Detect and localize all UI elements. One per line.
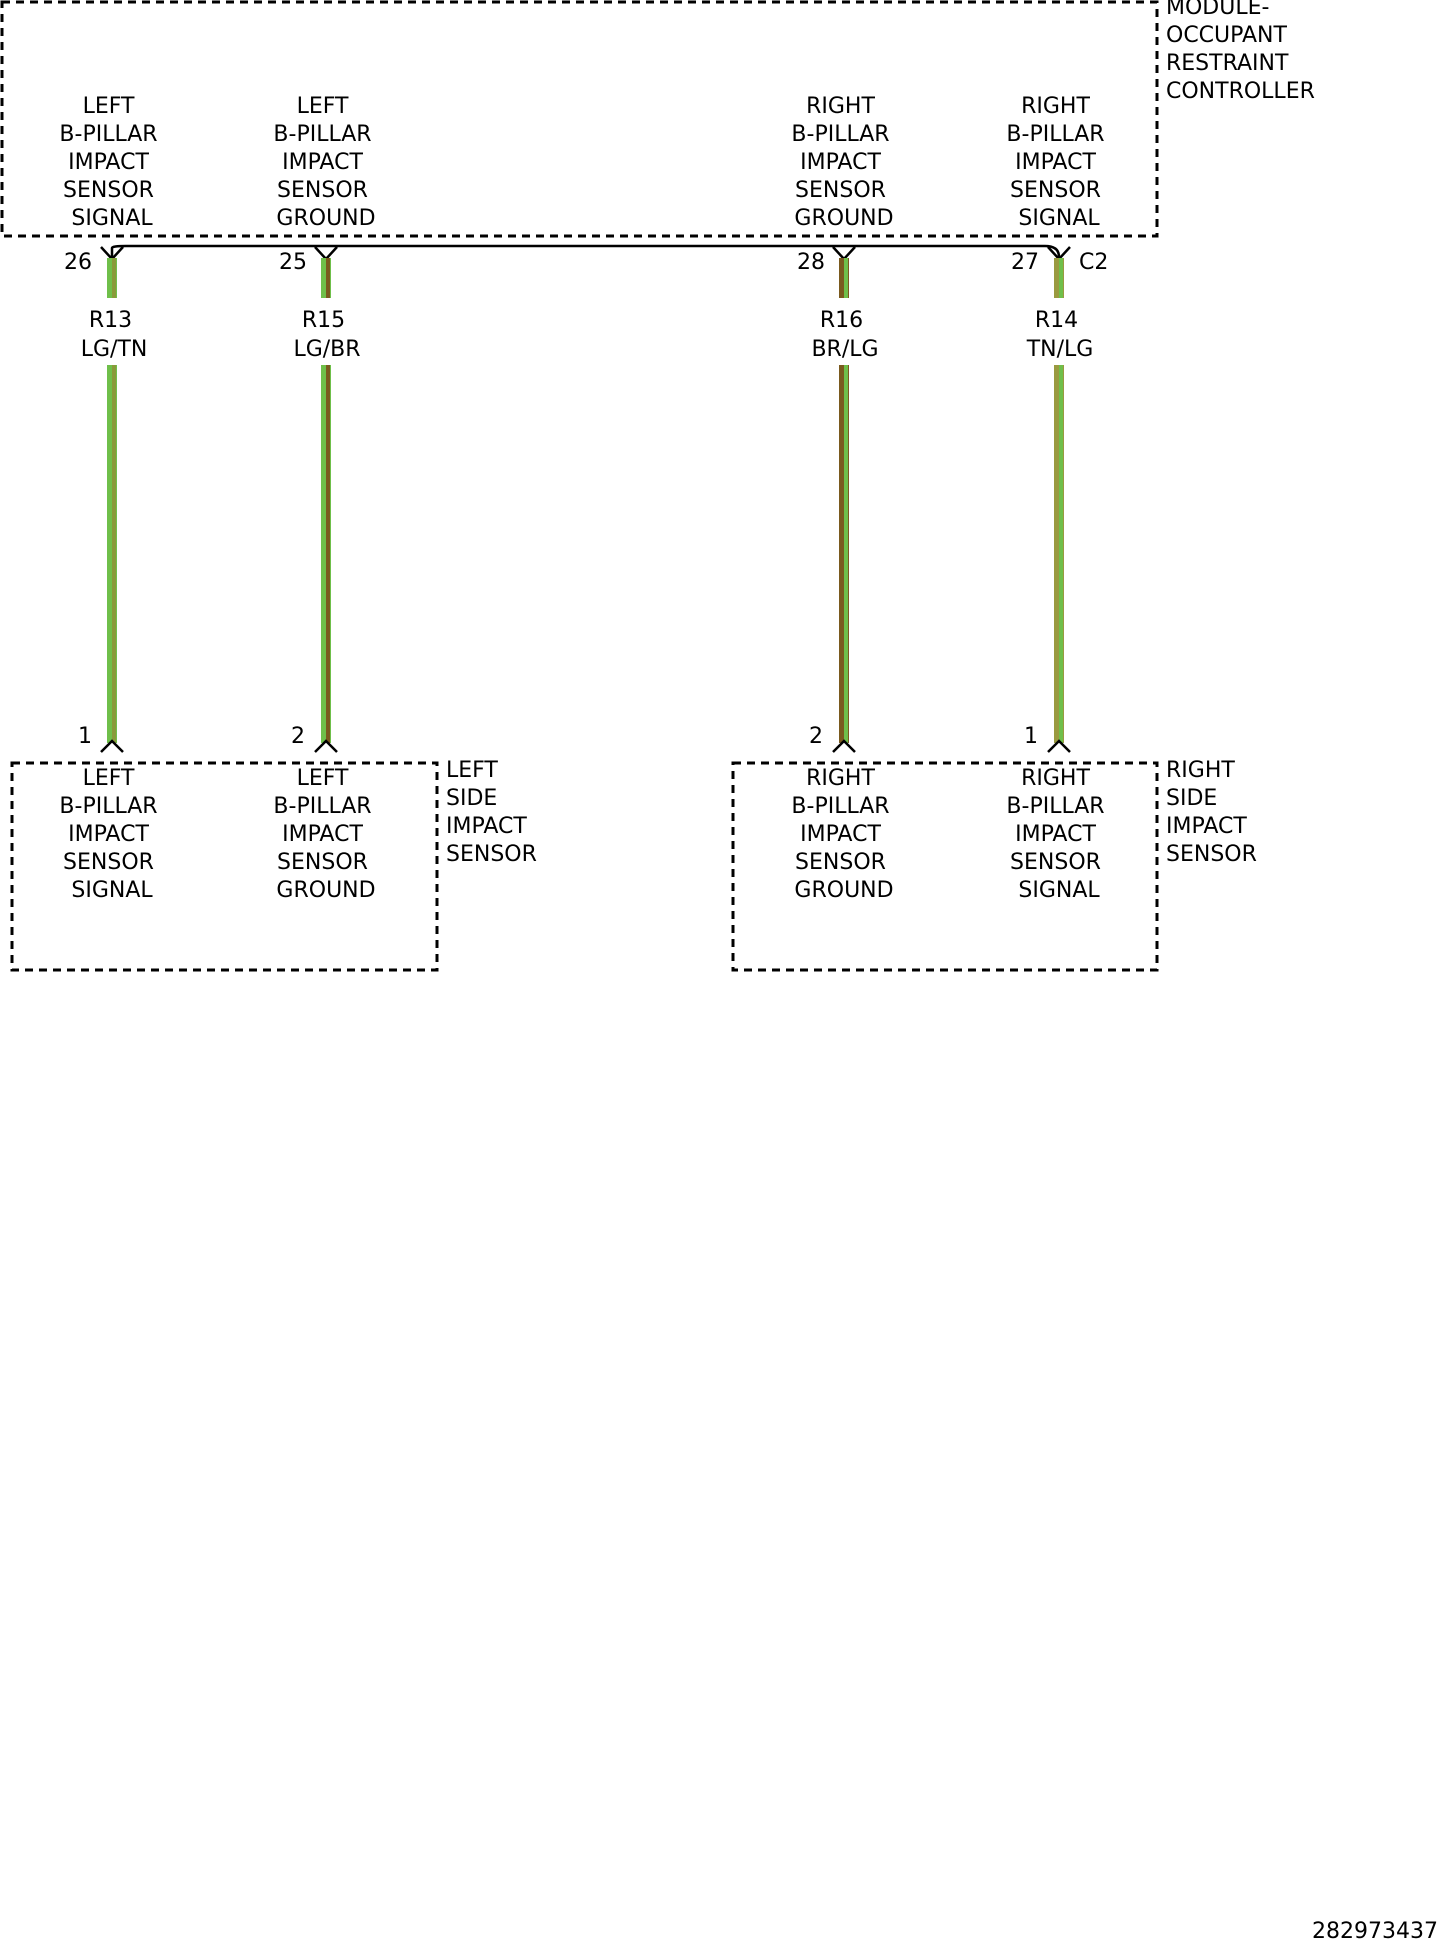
left-sensor-pin-number-2: 2	[291, 724, 305, 749]
module-pin-label-26: LEFT B-PILLAR IMPACT SENSOR SIGNAL	[59, 94, 164, 231]
wire-label-r15: R15 LG/BR	[293, 308, 360, 362]
module-pin-number-26: 26	[64, 250, 92, 275]
wire-r13-upper-stripe	[112, 258, 116, 298]
left-sensor-pin-terminal-2	[314, 739, 338, 753]
wire-label-r16: R16 BR/LG	[811, 308, 878, 362]
module-pin-label-25: LEFT B-PILLAR IMPACT SENSOR GROUND	[273, 94, 378, 231]
wire-r16-lower-stripe	[844, 365, 848, 743]
right-sensor-pin-number-1: 1	[1024, 724, 1038, 749]
left-sensor-name: LEFT SIDE IMPACT SENSOR	[446, 758, 537, 867]
left-sensor-pin-label-2: LEFT B-PILLAR IMPACT SENSOR GROUND	[273, 766, 378, 903]
wire-r16-upper-stripe	[844, 258, 848, 298]
module-pin-terminal-25	[314, 246, 338, 261]
module-pin-terminal-28	[832, 246, 856, 261]
wire-r13	[107, 258, 117, 743]
module-pin-number-25: 25	[279, 250, 307, 275]
left-sensor-box	[10, 761, 439, 972]
left-sensor-pin-label-1: LEFT B-PILLAR IMPACT SENSOR SIGNAL	[59, 766, 164, 903]
module-pin-number-27: 27	[1011, 250, 1039, 275]
wire-r14	[1054, 258, 1064, 743]
wire-r14-upper-stripe	[1059, 258, 1063, 298]
wire-r15	[321, 258, 331, 743]
right-sensor-pin-number-2: 2	[809, 724, 823, 749]
wire-r15-lower-stripe	[326, 365, 330, 743]
module-pin-number-28: 28	[797, 250, 825, 275]
figure-id: 282973437	[1312, 1919, 1438, 1942]
connector-id: C2	[1079, 250, 1108, 275]
wire-label-r14: R14 TN/LG	[1026, 308, 1094, 362]
module-pin-label-27: RIGHT B-PILLAR IMPACT SENSOR SIGNAL	[1006, 94, 1111, 231]
module-pin-label-28: RIGHT B-PILLAR IMPACT SENSOR GROUND	[791, 94, 896, 231]
wire-r13-lower-stripe	[112, 365, 116, 743]
left-sensor-pin-number-1: 1	[78, 724, 92, 749]
right-sensor-pin-terminal-2	[832, 739, 856, 753]
right-sensor-name: RIGHT SIDE IMPACT SENSOR	[1166, 758, 1257, 867]
connector-shell-line	[110, 244, 1061, 258]
module-box	[0, 0, 1159, 238]
wire-r15-upper-stripe	[326, 258, 330, 298]
right-sensor-pin-label-2: RIGHT B-PILLAR IMPACT SENSOR GROUND	[791, 766, 896, 903]
right-sensor-pin-terminal-1	[1047, 739, 1071, 753]
right-sensor-pin-label-1: RIGHT B-PILLAR IMPACT SENSOR SIGNAL	[1006, 766, 1111, 903]
wire-r16	[839, 258, 849, 743]
module-name: MODULE- OCCUPANT RESTRAINT CONTROLLER	[1166, 0, 1315, 104]
right-sensor-box	[731, 761, 1159, 972]
wire-label-r13: R13 LG/TN	[81, 308, 148, 362]
left-sensor-pin-terminal-1	[100, 739, 124, 753]
wire-r14-lower-stripe	[1059, 365, 1063, 743]
